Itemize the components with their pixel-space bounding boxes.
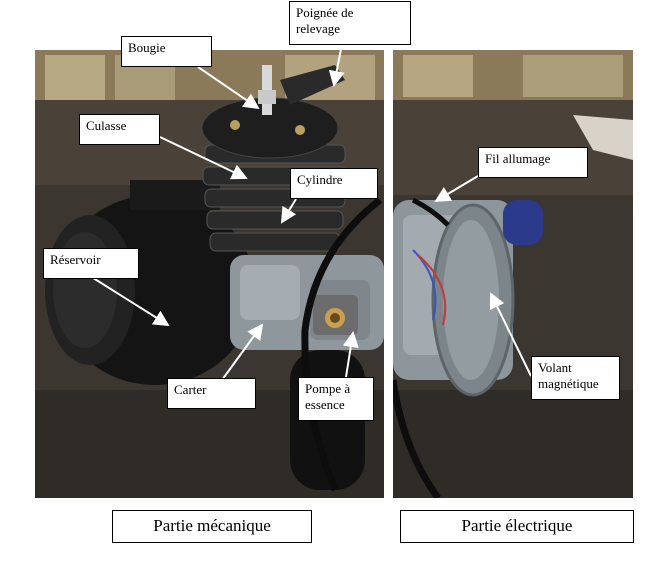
label-fil-allumage: Fil allumage bbox=[478, 147, 588, 178]
caption-partie-mecanique: Partie mécanique bbox=[112, 510, 312, 543]
photo-divider bbox=[385, 0, 392, 500]
arrow-culasse bbox=[159, 136, 248, 180]
arrow-fil bbox=[434, 175, 479, 203]
arrow-volant bbox=[489, 292, 532, 377]
arrow-cylindre bbox=[280, 198, 297, 224]
arrow-pompe bbox=[342, 331, 359, 378]
caption-partie-electrique: Partie électrique bbox=[400, 510, 634, 543]
label-carter: Carter bbox=[167, 378, 256, 409]
label-bougie: Bougie bbox=[121, 36, 212, 67]
arrow-carter bbox=[221, 323, 264, 381]
label-reservoir: Réservoir bbox=[43, 248, 139, 279]
arrow-poignee bbox=[328, 43, 345, 87]
label-culasse: Culasse bbox=[79, 114, 160, 145]
label-cylindre: Cylindre bbox=[290, 168, 378, 199]
photo-electrical-part bbox=[393, 50, 633, 498]
arrow-bougie bbox=[197, 66, 260, 110]
label-volant-magnetique: Volant magnétique bbox=[531, 356, 620, 400]
photo-mechanical-part bbox=[35, 50, 384, 498]
label-pompe-a-essence: Pompe à essence bbox=[298, 377, 374, 421]
label-poignee-de-relevage: Poignée de relevage bbox=[289, 1, 411, 45]
arrow-reservoir bbox=[89, 275, 170, 327]
